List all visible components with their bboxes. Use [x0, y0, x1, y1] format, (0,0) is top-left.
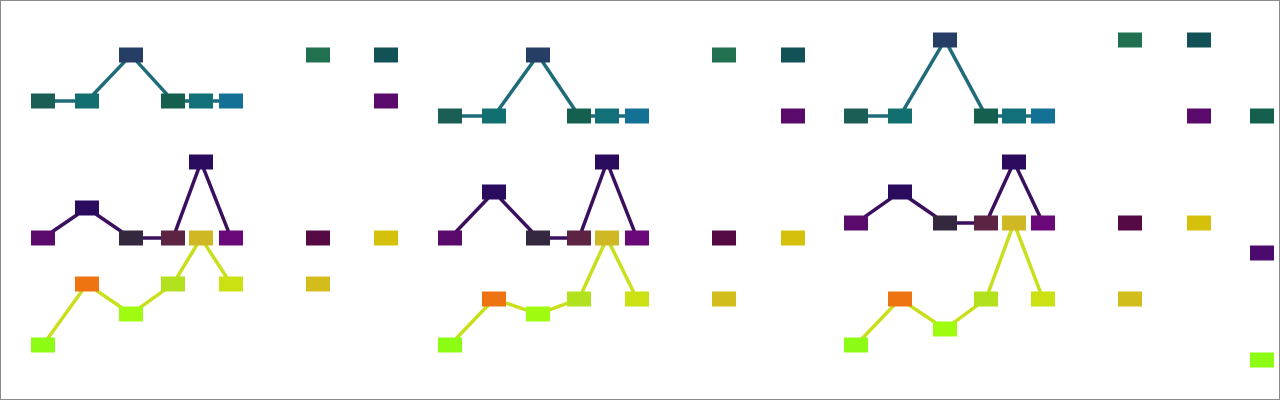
node-box — [974, 108, 998, 124]
node-box — [888, 184, 912, 200]
node-box — [438, 108, 462, 124]
isolated-node-box — [712, 47, 736, 63]
node-box — [595, 108, 619, 124]
node-box — [526, 306, 550, 322]
node-box — [1031, 291, 1055, 307]
node-box — [482, 184, 506, 200]
node-box — [933, 321, 957, 337]
node-box — [844, 108, 868, 124]
node-box — [526, 47, 550, 63]
node-box — [438, 337, 462, 353]
isolated-node-box — [781, 47, 805, 63]
node-box — [189, 93, 213, 109]
node-box — [189, 230, 213, 246]
node-box — [119, 230, 143, 246]
node-box — [933, 215, 957, 231]
node-box — [888, 108, 912, 124]
isolated-node-box — [712, 291, 736, 307]
isolated-node-box — [374, 93, 398, 109]
isolated-node-box — [1187, 32, 1211, 48]
node-box — [219, 230, 243, 246]
node-box — [75, 200, 99, 216]
isolated-node-box — [306, 276, 330, 292]
node-box — [119, 306, 143, 322]
isolated-node-box — [1187, 215, 1211, 231]
node-box — [1031, 108, 1055, 124]
node-box — [161, 230, 185, 246]
connector-line-3-2 — [854, 160, 1045, 225]
node-box — [31, 93, 55, 109]
node-box — [595, 154, 619, 170]
panel-1 — [31, 47, 398, 353]
connector-line-2-3 — [448, 236, 639, 347]
connector-line-3-3 — [854, 221, 1045, 347]
panel-2 — [438, 47, 805, 353]
isolated-node-box — [712, 230, 736, 246]
connector-line-2-2 — [448, 160, 639, 240]
isolated-node-box — [1118, 32, 1142, 48]
node-box — [625, 291, 649, 307]
isolated-node-box — [1118, 215, 1142, 231]
isolated-node-box — [1250, 108, 1274, 124]
connector-line-1-2 — [42, 160, 233, 240]
isolated-node-box — [374, 230, 398, 246]
node-box — [438, 230, 462, 246]
node-box — [567, 230, 591, 246]
node-box — [1002, 108, 1026, 124]
node-box — [31, 230, 55, 246]
node-box — [567, 108, 591, 124]
node-box — [844, 215, 868, 231]
node-box — [888, 291, 912, 307]
node-box — [75, 93, 99, 109]
node-box — [625, 108, 649, 124]
node-box — [482, 108, 506, 124]
node-box — [933, 32, 957, 48]
node-box — [161, 93, 185, 109]
connector-line-3-1 — [856, 38, 1043, 118]
node-box — [844, 337, 868, 353]
isolated-node-box — [1187, 108, 1211, 124]
node-box — [625, 230, 649, 246]
node-box — [567, 291, 591, 307]
panel-3 — [844, 32, 1274, 368]
isolated-node-box — [306, 230, 330, 246]
isolated-node-box — [781, 108, 805, 124]
isolated-node-box — [306, 47, 330, 63]
node-box — [189, 154, 213, 170]
isolated-node-box — [1250, 352, 1274, 368]
node-box — [75, 276, 99, 292]
node-box — [119, 47, 143, 63]
node-box — [31, 337, 55, 353]
connector-line-2-1 — [450, 53, 637, 118]
node-box — [974, 291, 998, 307]
node-box — [1002, 154, 1026, 170]
node-box — [482, 291, 506, 307]
node-box — [1031, 215, 1055, 231]
node-box — [1002, 215, 1026, 231]
isolated-node-box — [1250, 245, 1274, 261]
node-box — [219, 276, 243, 292]
isolated-node-box — [1118, 291, 1142, 307]
node-box — [526, 230, 550, 246]
connector-line-1-3 — [41, 236, 233, 347]
node-box — [161, 276, 185, 292]
node-box — [974, 215, 998, 231]
isolated-node-box — [374, 47, 398, 63]
node-box — [595, 230, 619, 246]
node-box — [219, 93, 243, 109]
isolated-node-box — [781, 230, 805, 246]
